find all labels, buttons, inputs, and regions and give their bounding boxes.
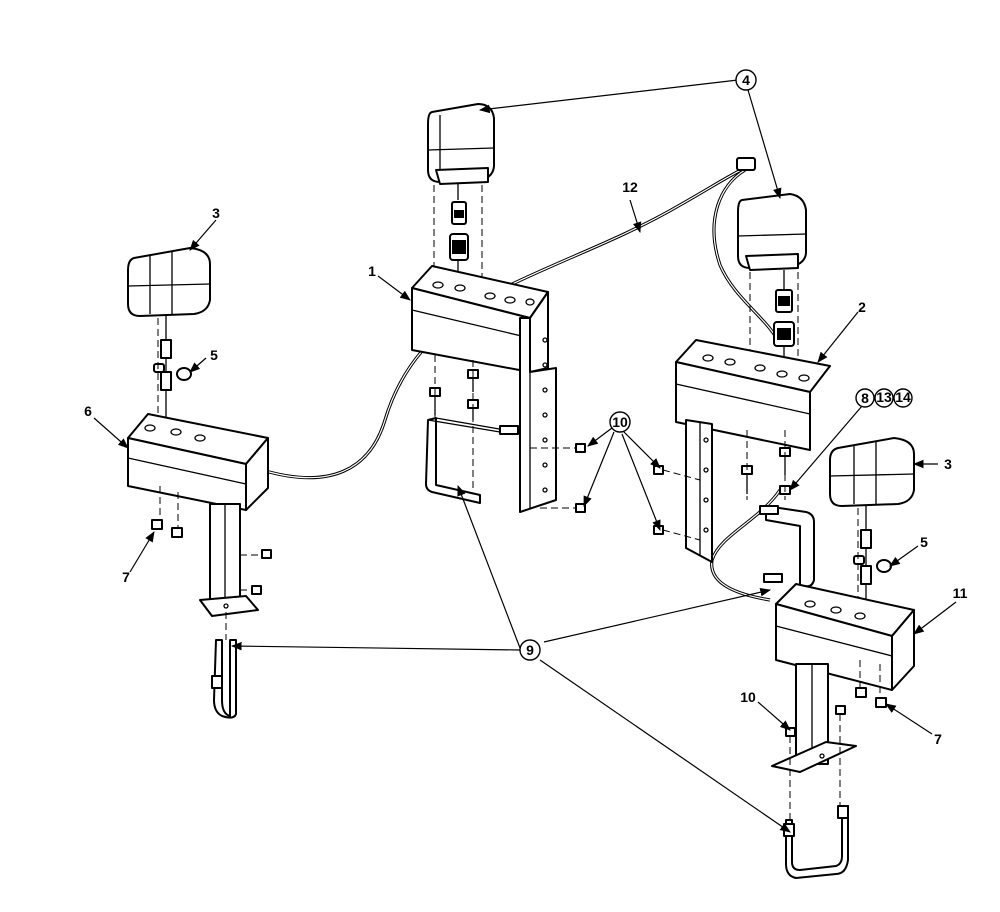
callout-3-left: 3	[212, 205, 220, 221]
callout-2: 2	[858, 299, 866, 315]
bracket-center	[411, 265, 557, 513]
callout-7-left: 7	[122, 569, 130, 585]
callout-label-10-balloon: 10	[612, 414, 628, 430]
nuts-lower-right	[785, 660, 887, 820]
u-bolt-left	[211, 639, 237, 719]
mounting-holes-right	[702, 354, 810, 533]
bracket-right	[675, 339, 831, 563]
callout-10-balloon: 10	[609, 411, 631, 433]
callout-label-4: 4	[742, 72, 750, 88]
mounting-holes	[432, 281, 548, 493]
bolts-right	[741, 447, 791, 495]
callout-label-9: 9	[526, 642, 534, 658]
u-bolt-center	[425, 417, 519, 504]
callout-5-right: 5	[920, 534, 928, 550]
callout-label-14: 14	[895, 389, 911, 405]
callout-12: 12	[622, 179, 638, 195]
callout-6: 6	[84, 403, 92, 419]
bracket-lower-right	[771, 583, 915, 773]
callout-3-right: 3	[944, 456, 952, 472]
bracket-left	[127, 413, 269, 617]
callout-label-8: 8	[861, 390, 869, 406]
callout-10-lower: 10	[740, 689, 756, 705]
u-bolt-lower	[783, 805, 849, 879]
callout-label-13: 13	[876, 389, 892, 405]
callout-5-left: 5	[210, 347, 218, 363]
wire-connector	[736, 157, 756, 171]
nuts-center	[530, 443, 586, 513]
lamp-left	[127, 247, 211, 420]
callout-7-right: 7	[934, 731, 942, 747]
callout-11: 11	[953, 585, 968, 601]
nuts-left	[151, 486, 272, 595]
callout-1: 1	[368, 263, 376, 279]
leader-lines	[93, 79, 957, 833]
lamp-right-lower	[829, 437, 915, 610]
lamp-top-center	[427, 103, 495, 290]
callout-8-13-14: 8 13 14	[855, 388, 913, 408]
lamp-right	[737, 193, 807, 370]
u-bolt-right	[759, 505, 815, 588]
callout-4: 4	[735, 69, 757, 91]
callout-9: 9	[519, 639, 541, 661]
bolts-center	[429, 369, 479, 420]
